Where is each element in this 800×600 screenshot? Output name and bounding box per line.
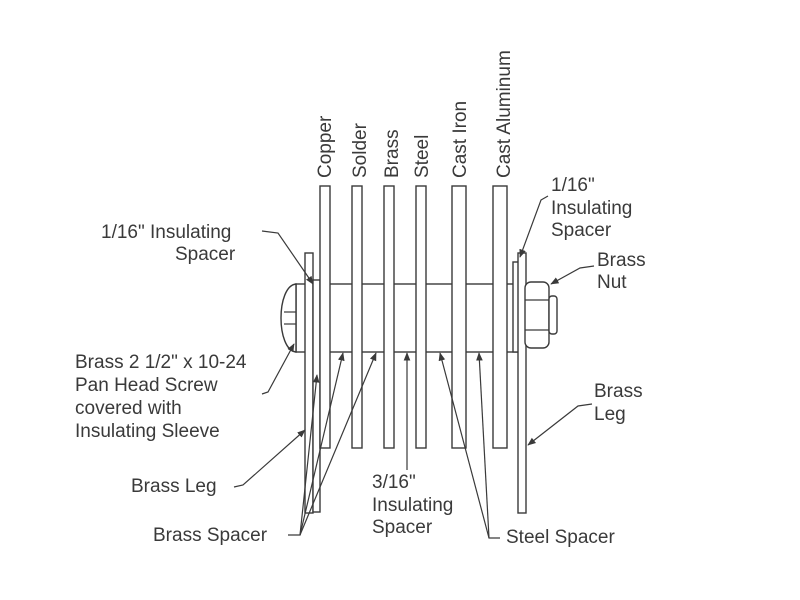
metal-label-copper: Copper xyxy=(315,115,336,178)
label-brass-spacer: Brass Spacer xyxy=(153,525,268,546)
leader-screw xyxy=(261,343,295,395)
metal-label-brass: Brass xyxy=(382,129,403,178)
label-brass-leg-right-1: Brass xyxy=(594,381,643,402)
label-brass-leg-left: Brass Leg xyxy=(131,476,217,497)
label-insulating-spacer-right-2: Insulating xyxy=(551,198,632,219)
label-insulating-spacer-right-3: Spacer xyxy=(551,220,612,241)
plate-solder xyxy=(351,185,363,449)
label-insulating-spacer-right-1: 1/16" xyxy=(551,175,595,196)
callout-labels: 1/16" Insulating Spacer 1/16" Insulating… xyxy=(75,175,646,548)
label-insulating-spacer-left-2: Spacer xyxy=(175,244,236,265)
screw-pan-head xyxy=(280,283,297,353)
label-screw-2: Pan Head Screw xyxy=(75,375,218,396)
leader-insulating-spacer-right xyxy=(519,195,549,258)
label-insulating-spacer-center-3: Spacer xyxy=(372,517,433,538)
metal-label-solder: Solder xyxy=(350,122,371,178)
leader-brass-leg-right xyxy=(527,403,593,446)
label-screw-4: Insulating Sleeve xyxy=(75,421,220,442)
screw-tip xyxy=(548,295,558,335)
label-insulating-spacer-center-2: Insulating xyxy=(372,495,453,516)
screw-shaft xyxy=(295,283,523,353)
screw-assembly xyxy=(280,283,523,353)
leader-brass-leg-left xyxy=(233,429,306,488)
label-brass-nut-2: Nut xyxy=(597,272,627,293)
leader-brass-spacer-3 xyxy=(299,352,377,536)
metal-label-steel: Steel xyxy=(412,135,433,178)
label-steel-spacer: Steel Spacer xyxy=(506,527,615,548)
label-brass-leg-right-2: Leg xyxy=(594,404,626,425)
plate-steel xyxy=(415,185,427,449)
metal-label-cast-iron: Cast Iron xyxy=(450,101,471,178)
leader-brass-nut xyxy=(550,265,595,285)
brass-nut xyxy=(524,281,558,349)
metal-label-cast-aluminum: Cast Aluminum xyxy=(494,50,515,178)
plate-cast-iron xyxy=(451,185,467,449)
plates xyxy=(304,185,527,514)
nut-body xyxy=(524,281,550,349)
plate-cast-aluminum xyxy=(492,185,508,449)
plate-copper xyxy=(319,185,331,449)
label-brass-nut-1: Brass xyxy=(597,250,646,271)
label-insulating-spacer-center-1: 3/16" xyxy=(372,472,416,493)
leader-brass-spacer-2 xyxy=(299,352,345,536)
leader-insulating-spacer-left xyxy=(261,230,314,285)
metal-labels: Copper Solder Brass Steel Cast Iron Cast… xyxy=(315,50,515,178)
label-insulating-spacer-left-1: 1/16" Insulating xyxy=(101,222,231,243)
leader-steel-spacer-2 xyxy=(476,352,490,539)
plate-brass xyxy=(383,185,395,449)
label-screw-1: Brass 2 1/2" x 10-24 xyxy=(75,352,247,373)
leader-lines xyxy=(233,195,595,539)
label-screw-3: covered with xyxy=(75,398,182,419)
